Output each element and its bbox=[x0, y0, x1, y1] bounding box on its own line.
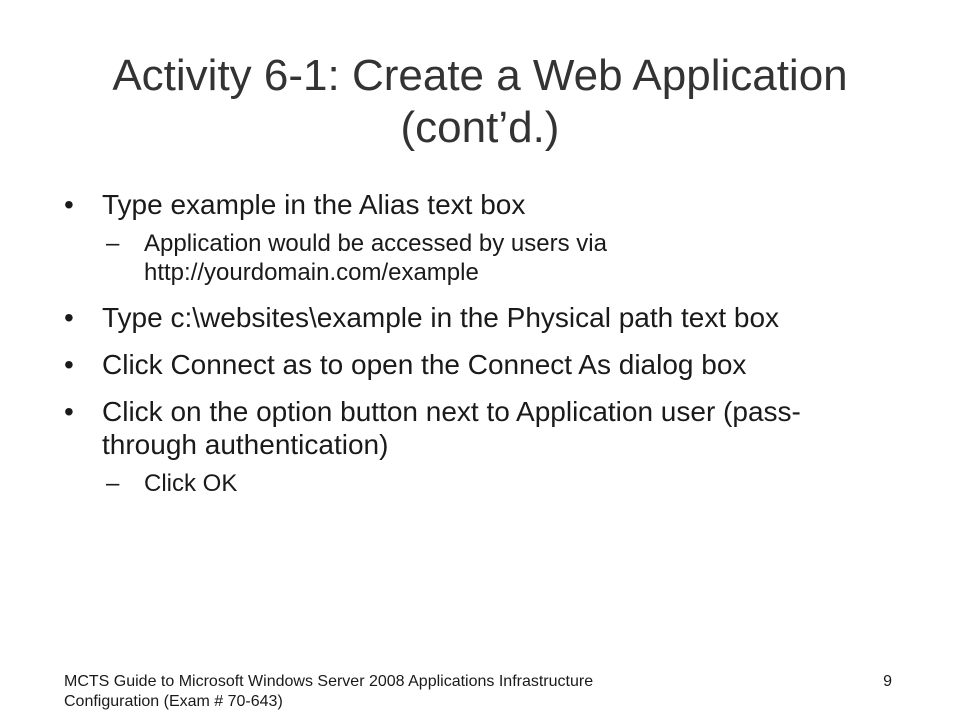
footer-text: MCTS Guide to Microsoft Windows Server 2… bbox=[64, 673, 594, 710]
sub-bullet-list: Click OK bbox=[102, 469, 884, 498]
bullet-item: Click Connect as to open the Connect As … bbox=[64, 348, 884, 381]
bullet-list: Type example in the Alias text box Appli… bbox=[64, 188, 884, 512]
slide-title: Activity 6-1: Create a Web Application (… bbox=[112, 51, 848, 152]
bullet-item: Click on the option button next to Appli… bbox=[64, 395, 884, 498]
bullet-item: Type example in the Alias text box Appli… bbox=[64, 188, 884, 287]
sub-bullet-item: Click OK bbox=[102, 469, 884, 498]
bullet-text: Click on the option button next to Appli… bbox=[102, 396, 801, 460]
bullet-item: Type c:\websites\example in the Physical… bbox=[64, 301, 884, 334]
sub-bullet-list: Application would be accessed by users v… bbox=[102, 229, 884, 287]
bullet-text: Type example in the Alias text box bbox=[102, 189, 526, 220]
bullet-text: Click Connect as to open the Connect As … bbox=[102, 349, 747, 380]
page-number: 9 bbox=[883, 673, 892, 690]
bullet-text: Type c:\websites\example in the Physical… bbox=[102, 302, 780, 333]
sub-bullet-item: Application would be accessed by users v… bbox=[102, 229, 884, 287]
